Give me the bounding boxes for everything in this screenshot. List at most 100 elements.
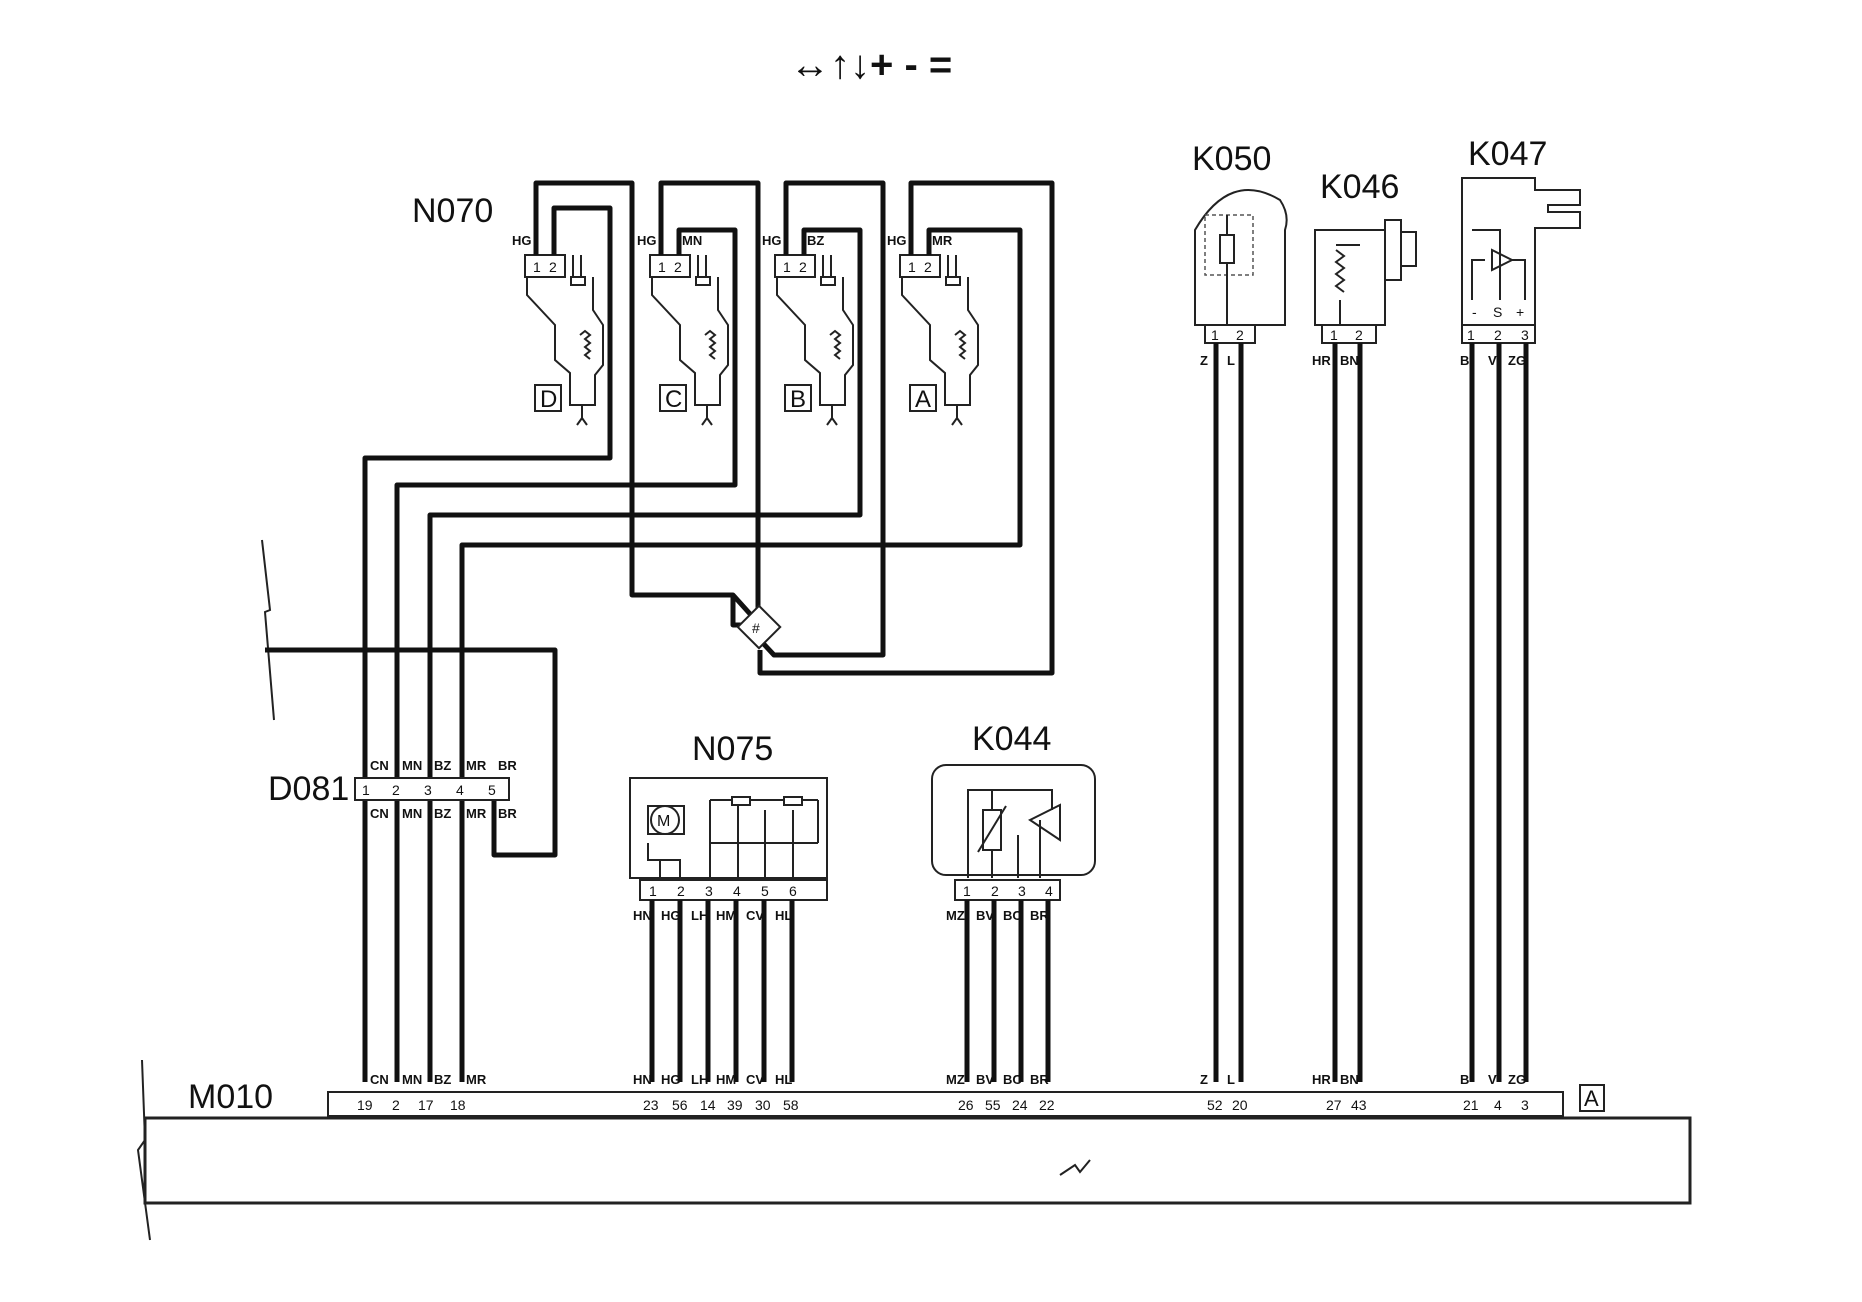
m010-wire-labels: CN MN BZ MR HN HG LH HM CV HL MZ BV BC B… <box>370 1072 1526 1087</box>
d081-pin: 3 <box>424 782 432 798</box>
wire-label: BC <box>1003 908 1022 923</box>
m010-pin: 23 <box>643 1097 659 1113</box>
m010-pin: 27 <box>1326 1097 1342 1113</box>
m010-pin: 56 <box>672 1097 688 1113</box>
k046-pin: 2 <box>1355 327 1363 343</box>
injector-wiring <box>362 180 1055 1082</box>
d081-connector <box>354 777 510 801</box>
k046-wires <box>1332 343 1363 1082</box>
wire-label: BR <box>498 806 517 821</box>
wire-label: BR <box>1030 1072 1049 1087</box>
injector-d: 1 2 D <box>524 254 604 426</box>
k047-wires <box>1469 343 1529 1082</box>
wire-label: BN <box>1340 1072 1359 1087</box>
m010-pins: 19 2 17 18 23 56 14 39 30 58 26 55 24 22… <box>357 1097 1529 1113</box>
wire-label: LH <box>691 908 708 923</box>
wire-label: BV <box>976 1072 994 1087</box>
n075-pin: 3 <box>705 883 713 899</box>
d081-pin: 2 <box>392 782 400 798</box>
wire-label: HR <box>1312 353 1331 368</box>
n075-pin: 4 <box>733 883 741 899</box>
m010-pin: 2 <box>392 1097 400 1113</box>
injector-a-pin2: 2 <box>924 259 932 275</box>
wire-label: MN <box>402 758 422 773</box>
m010-pin: 18 <box>450 1097 466 1113</box>
k044-label: K044 <box>972 720 1051 758</box>
k044-wire-labels: MZ BV BC BR <box>946 908 1049 923</box>
wire-label: L <box>1227 353 1235 368</box>
wire-label: Z <box>1200 1072 1208 1087</box>
n075-motor-label: M <box>657 813 670 830</box>
wire-label: V <box>1488 1072 1497 1087</box>
wire-label: CV <box>746 1072 764 1087</box>
m010-pin: 24 <box>1012 1097 1028 1113</box>
d081-pin: 5 <box>488 782 496 798</box>
injector-b-tag: B <box>790 386 806 413</box>
k050-wires <box>1213 343 1244 1082</box>
k047-pin: 1 <box>1467 327 1475 343</box>
k050-pin: 2 <box>1236 327 1244 343</box>
m010-connector <box>327 1091 1564 1117</box>
wire-label: BN <box>1340 353 1359 368</box>
wire-label: MZ <box>946 908 965 923</box>
k044-pins: 1 2 3 4 <box>963 883 1053 899</box>
n075-wire-labels: HN HG LH HM CV HL <box>633 908 792 923</box>
n070-label: N070 <box>412 192 493 230</box>
injector-c-pin2: 2 <box>674 259 682 275</box>
wire-label: MR <box>466 806 487 821</box>
m010-pin: 26 <box>958 1097 974 1113</box>
d081-label: D081 <box>268 770 349 808</box>
n075-pins: 1 2 3 4 5 6 <box>649 883 797 899</box>
wire-label: BV <box>976 908 994 923</box>
injector-a: 1 2 A <box>899 254 979 426</box>
k046-pin: 1 <box>1330 327 1338 343</box>
wire-label: B <box>1460 1072 1469 1087</box>
k050-pins: 1 2 <box>1211 327 1244 343</box>
k044-component <box>931 764 1096 901</box>
k047-label: K047 <box>1468 135 1547 173</box>
k044-wires <box>964 900 1051 1082</box>
k044-pin: 3 <box>1018 883 1026 899</box>
wire-label: CN <box>370 806 389 821</box>
n075-label: N075 <box>692 730 773 768</box>
k047-marker: S <box>1493 304 1502 320</box>
k047-component <box>1461 177 1581 344</box>
k044-pin: 2 <box>991 883 999 899</box>
wire-label: Z <box>1200 353 1208 368</box>
m010-label: M010 <box>188 1078 273 1116</box>
ground-symbol <box>1059 1159 1091 1176</box>
legend-symbols: ↔↑↓+ - = <box>790 43 952 87</box>
wire-label: MN <box>402 1072 422 1087</box>
wire-label: BR <box>498 758 517 773</box>
wire-label: MR <box>932 233 953 248</box>
k047-pin: 3 <box>1521 327 1529 343</box>
m010-pin: 58 <box>783 1097 799 1113</box>
wire-label: V <box>1488 353 1497 368</box>
k050-label: K050 <box>1192 140 1271 178</box>
m010-tag-box <box>1579 1084 1605 1112</box>
wire-label: HN <box>633 1072 652 1087</box>
k050-component <box>1194 189 1288 344</box>
injector-d-pin1: 1 <box>533 259 541 275</box>
wire-label: BC <box>1003 1072 1022 1087</box>
wire-label: HN <box>633 908 652 923</box>
wire-label: B <box>1460 353 1469 368</box>
wire-label: HM <box>716 1072 736 1087</box>
wire-label: BZ <box>807 233 824 248</box>
n075-pin: 2 <box>677 883 685 899</box>
k047-pins: 1 2 3 <box>1467 327 1529 343</box>
injector-b-pin2: 2 <box>799 259 807 275</box>
m010-pin: 19 <box>357 1097 373 1113</box>
wire-label: HR <box>1312 1072 1331 1087</box>
br-wire-loop <box>265 647 558 858</box>
wire-label: HG <box>661 1072 681 1087</box>
wire-label: BZ <box>434 1072 451 1087</box>
m010-pin: 30 <box>755 1097 771 1113</box>
injector-b-pin1: 1 <box>783 259 791 275</box>
injector-a-tag: A <box>915 386 931 413</box>
injector-b: 1 2 B <box>774 254 854 426</box>
wire-label: HG <box>661 908 681 923</box>
k046-component <box>1314 219 1417 344</box>
n075-pin: 5 <box>761 883 769 899</box>
